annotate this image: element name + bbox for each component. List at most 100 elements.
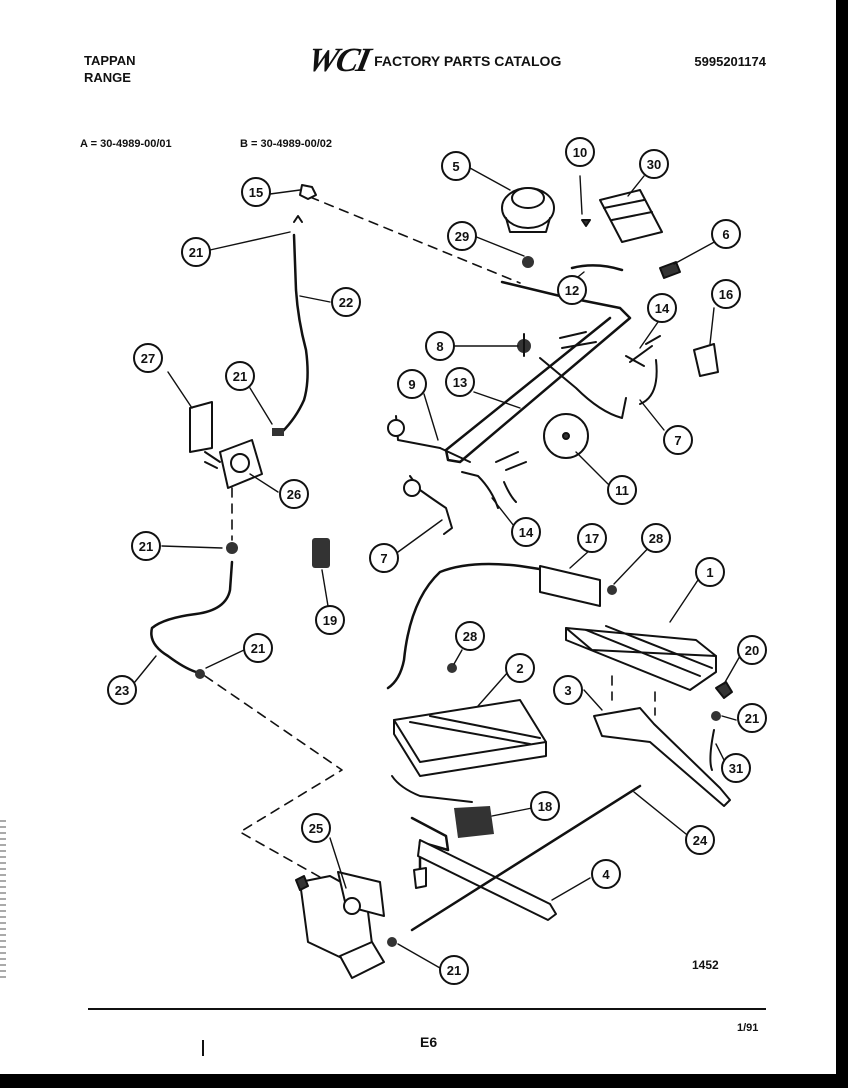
callout-28: 28 [641, 523, 671, 553]
callout-18: 18 [530, 791, 560, 821]
callout-number: 15 [249, 185, 263, 200]
callout-6: 6 [711, 219, 741, 249]
callout-number: 31 [729, 761, 743, 776]
callout-14: 14 [647, 293, 677, 323]
guide-lines [204, 196, 656, 913]
scan-mark [202, 1040, 204, 1056]
pilot-tube-assembly [272, 184, 317, 436]
callout-circle [225, 361, 255, 391]
callout-2: 2 [505, 653, 535, 683]
callout-circle [445, 367, 475, 397]
callout-number: 7 [380, 551, 387, 566]
callout-circle [721, 753, 751, 783]
callout-30: 30 [639, 149, 669, 179]
callout-circle [553, 675, 583, 705]
callout-circle [181, 237, 211, 267]
brand-name: TAPPAN [84, 53, 136, 68]
callout-number: 25 [309, 821, 323, 836]
ignitor-assembly [391, 775, 494, 889]
callout-number: 7 [674, 433, 681, 448]
callout-number: 27 [141, 351, 155, 366]
callout-number: 21 [447, 963, 461, 978]
callout-8: 8 [425, 331, 455, 361]
model-a-label: A = 30-4989-00/01 [80, 138, 172, 150]
callout-circle [301, 813, 331, 843]
callout-number: 22 [339, 295, 353, 310]
callout-circle [737, 703, 767, 733]
callout-circle [315, 605, 345, 635]
callout-circle [331, 287, 361, 317]
oven-gas-tube [150, 542, 238, 679]
callout-29: 29 [447, 221, 477, 251]
callout-number: 26 [287, 487, 301, 502]
callout-circle [241, 177, 271, 207]
leader-lines [129, 167, 741, 969]
callout-28: 28 [455, 621, 485, 651]
callout-circle [607, 475, 637, 505]
callout-13: 13 [445, 367, 475, 397]
oven-supply-tube [386, 562, 617, 690]
callout-27: 27 [133, 343, 163, 373]
callout-number: 28 [649, 531, 663, 546]
catalog-page: TAPPAN RANGE WCI FACTORY PARTS CATALOG 5… [0, 0, 836, 1074]
control-bracket [599, 189, 663, 243]
callout-21: 21 [439, 955, 469, 985]
callout-circle [641, 523, 671, 553]
callout-11: 11 [607, 475, 637, 505]
callout-21: 21 [181, 237, 211, 267]
callout-number: 14 [519, 525, 534, 540]
callout-23: 23 [107, 675, 137, 705]
callout-circle [505, 653, 535, 683]
callout-number: 9 [408, 377, 415, 392]
callout-circle [565, 137, 595, 167]
callout-number: 20 [745, 643, 759, 658]
callout-17: 17 [577, 523, 607, 553]
callout-number: 8 [436, 339, 443, 354]
callout-circle [397, 369, 427, 399]
callout-number: 21 [139, 539, 153, 554]
callout-circle [279, 479, 309, 509]
callout-circle [447, 221, 477, 251]
callout-21: 21 [225, 361, 255, 391]
callout-number: 12 [565, 283, 579, 298]
callout-number: 18 [538, 799, 552, 814]
callout-circle [737, 635, 767, 665]
callout-number: 4 [602, 867, 610, 882]
product-type: RANGE [84, 70, 131, 85]
callout-circle [695, 557, 725, 587]
callout-circle [530, 791, 560, 821]
callout-circle [685, 825, 715, 855]
callout-circle [577, 523, 607, 553]
callout-19: 19 [315, 605, 345, 635]
scan-edge [0, 820, 6, 980]
catalog-title: FACTORY PARTS CATALOG [374, 53, 562, 69]
callout-number: 10 [573, 145, 587, 160]
callout-15: 15 [241, 177, 271, 207]
ignition-module [312, 538, 330, 568]
callout-circle [647, 293, 677, 323]
callout-circle [425, 331, 455, 361]
callout-number: 1 [706, 565, 713, 580]
callout-31: 31 [721, 753, 751, 783]
callout-number: 2 [516, 661, 523, 676]
callout-number: 3 [564, 683, 571, 698]
callout-number: 21 [745, 711, 759, 726]
callout-number: 19 [323, 613, 337, 628]
callout-12: 12 [557, 275, 587, 305]
callout-number: 23 [115, 683, 129, 698]
callout-7: 7 [369, 543, 399, 573]
callout-20: 20 [737, 635, 767, 665]
callout-number: 29 [455, 229, 469, 244]
callout-21: 21 [737, 703, 767, 733]
callout-10: 10 [565, 137, 595, 167]
callout-circle [511, 517, 541, 547]
callout-circle [639, 149, 669, 179]
callout-circle [243, 633, 273, 663]
burner-tube [593, 681, 733, 807]
callout-number: 21 [251, 641, 265, 656]
callout-number: 28 [463, 629, 477, 644]
callout-21: 21 [131, 531, 161, 561]
callout-circle [711, 219, 741, 249]
callout-circle [131, 531, 161, 561]
footer-rule [88, 1008, 766, 1010]
